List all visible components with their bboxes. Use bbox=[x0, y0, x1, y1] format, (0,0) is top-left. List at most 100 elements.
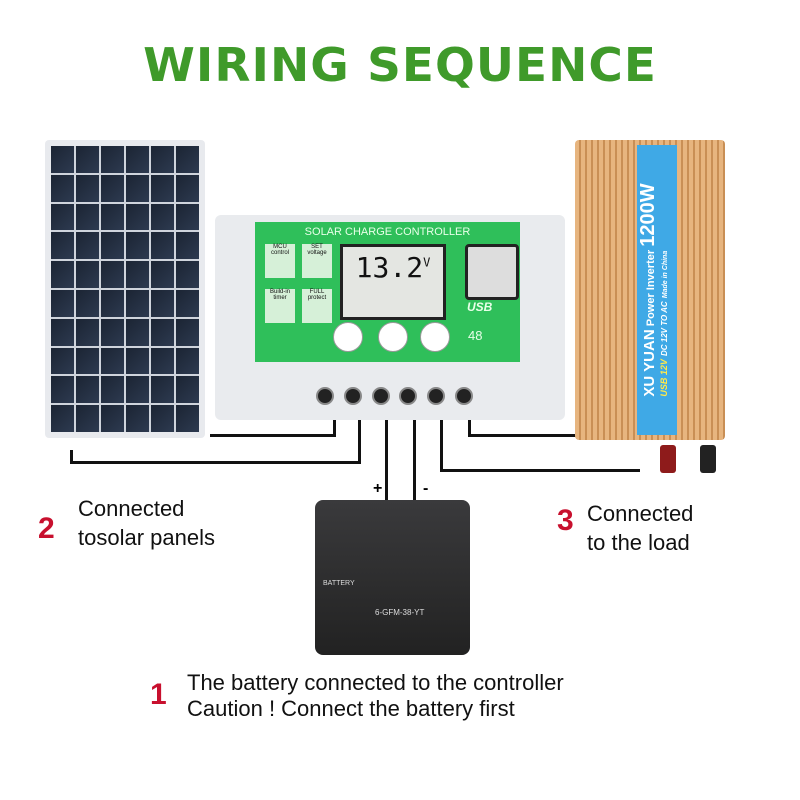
solar-cell bbox=[101, 203, 124, 231]
solar-cell bbox=[151, 174, 174, 202]
inverter-label: XU YUAN Power Inverter 1200W USB 12V DC … bbox=[637, 145, 677, 435]
solar-cell bbox=[151, 261, 174, 288]
mcu-icon: MCU control bbox=[265, 244, 295, 278]
inverter-product: Power Inverter bbox=[645, 249, 657, 327]
solar-cell bbox=[176, 232, 199, 260]
solar-cell bbox=[51, 174, 74, 202]
inverter-brand: XU YUAN bbox=[641, 329, 658, 397]
wire bbox=[210, 434, 335, 437]
battery: BATTERY 6-GFM-38-YT bbox=[315, 500, 470, 655]
solar-cell bbox=[51, 405, 74, 432]
terminal bbox=[455, 387, 473, 405]
solar-cell bbox=[76, 405, 99, 432]
negative-post bbox=[700, 445, 716, 473]
solar-cell bbox=[151, 289, 174, 317]
wire bbox=[70, 450, 73, 464]
solar-cell bbox=[76, 232, 99, 260]
solar-cell bbox=[151, 146, 174, 173]
solar-cell bbox=[176, 203, 199, 231]
usb-ports bbox=[465, 244, 519, 300]
solar-cell bbox=[101, 232, 124, 260]
inverter-origin: Made in China bbox=[662, 250, 669, 299]
terminal bbox=[344, 387, 362, 405]
solar-cell bbox=[176, 347, 199, 375]
step-3-number: 3 bbox=[557, 504, 574, 537]
terminal bbox=[316, 387, 334, 405]
solar-cell bbox=[126, 376, 149, 404]
usb-label: USB bbox=[467, 300, 493, 314]
solar-cell bbox=[151, 318, 174, 346]
wire bbox=[468, 434, 580, 437]
solar-cell bbox=[51, 376, 74, 404]
solar-cell bbox=[76, 146, 99, 173]
text-line: tosolar panels bbox=[78, 525, 215, 550]
solar-cell bbox=[176, 376, 199, 404]
solar-cell bbox=[151, 232, 174, 260]
solar-cell bbox=[151, 203, 174, 231]
text-line: Connected bbox=[587, 501, 694, 526]
solar-cell bbox=[51, 146, 74, 173]
solar-cell bbox=[126, 405, 149, 432]
solar-cell bbox=[76, 347, 99, 375]
wire bbox=[440, 469, 640, 472]
solar-cell bbox=[126, 146, 149, 173]
solar-cell bbox=[51, 232, 74, 260]
voltage-value: 13.2 bbox=[355, 251, 424, 284]
solar-cell bbox=[176, 261, 199, 288]
solar-cell bbox=[176, 174, 199, 202]
clock-icon: Build-in timer bbox=[265, 289, 295, 323]
solar-cell bbox=[51, 261, 74, 288]
step-1-number: 1 bbox=[150, 678, 167, 711]
menu-button[interactable] bbox=[333, 322, 363, 352]
lock-icon: FULL protect bbox=[302, 289, 332, 323]
solar-cell bbox=[51, 203, 74, 231]
step-2-text: Connected tosolar panels bbox=[78, 494, 215, 552]
up-button[interactable] bbox=[378, 322, 408, 352]
solar-cell bbox=[76, 376, 99, 404]
inverter-spec: DC 12V TO AC bbox=[660, 301, 669, 356]
solar-cell bbox=[101, 261, 124, 288]
battery-model: 6-GFM-38-YT bbox=[375, 608, 425, 617]
wire bbox=[413, 420, 416, 502]
solar-cell bbox=[176, 318, 199, 346]
page-title: WIRING SEQUENCE bbox=[143, 38, 657, 92]
model-number: 48 bbox=[468, 328, 483, 343]
solar-cell bbox=[76, 289, 99, 317]
solar-cell bbox=[151, 405, 174, 432]
solar-cell bbox=[51, 289, 74, 317]
step-2-number: 2 bbox=[38, 512, 55, 545]
solar-cell bbox=[76, 318, 99, 346]
controller-face: SOLAR CHARGE CONTROLLER MCU control SET … bbox=[255, 222, 520, 362]
solar-cell bbox=[126, 261, 149, 288]
solar-cell bbox=[176, 146, 199, 173]
positive-post bbox=[660, 445, 676, 473]
text-line: The battery connected to the controller bbox=[187, 670, 564, 695]
down-button[interactable] bbox=[420, 322, 450, 352]
voltage-readout: 13.2V bbox=[343, 251, 443, 284]
solar-cell bbox=[126, 347, 149, 375]
inverter-usb: USB 12V bbox=[659, 359, 669, 397]
solar-cell bbox=[126, 318, 149, 346]
text-line: to the load bbox=[587, 530, 690, 555]
solar-cell bbox=[76, 261, 99, 288]
solar-cell bbox=[101, 174, 124, 202]
solar-cell bbox=[101, 289, 124, 317]
wire bbox=[385, 420, 388, 502]
solar-cell bbox=[151, 347, 174, 375]
wire bbox=[440, 420, 443, 472]
terminal bbox=[399, 387, 417, 405]
text-line: Connected bbox=[78, 496, 185, 521]
plus-sign: + bbox=[373, 480, 383, 497]
charge-controller: SOLAR CHARGE CONTROLLER MCU control SET … bbox=[215, 215, 565, 420]
wire bbox=[333, 420, 336, 437]
battery-brand: BATTERY bbox=[323, 580, 355, 587]
terminal bbox=[372, 387, 390, 405]
controller-header: SOLAR CHARGE CONTROLLER bbox=[304, 226, 471, 238]
solar-cell bbox=[51, 347, 74, 375]
lcd-display: 13.2V bbox=[340, 244, 446, 320]
text-line: Caution ! Connect the battery first bbox=[187, 696, 515, 721]
wire bbox=[358, 420, 361, 464]
solar-cell bbox=[76, 174, 99, 202]
power-inverter: XU YUAN Power Inverter 1200W USB 12V DC … bbox=[575, 140, 725, 473]
